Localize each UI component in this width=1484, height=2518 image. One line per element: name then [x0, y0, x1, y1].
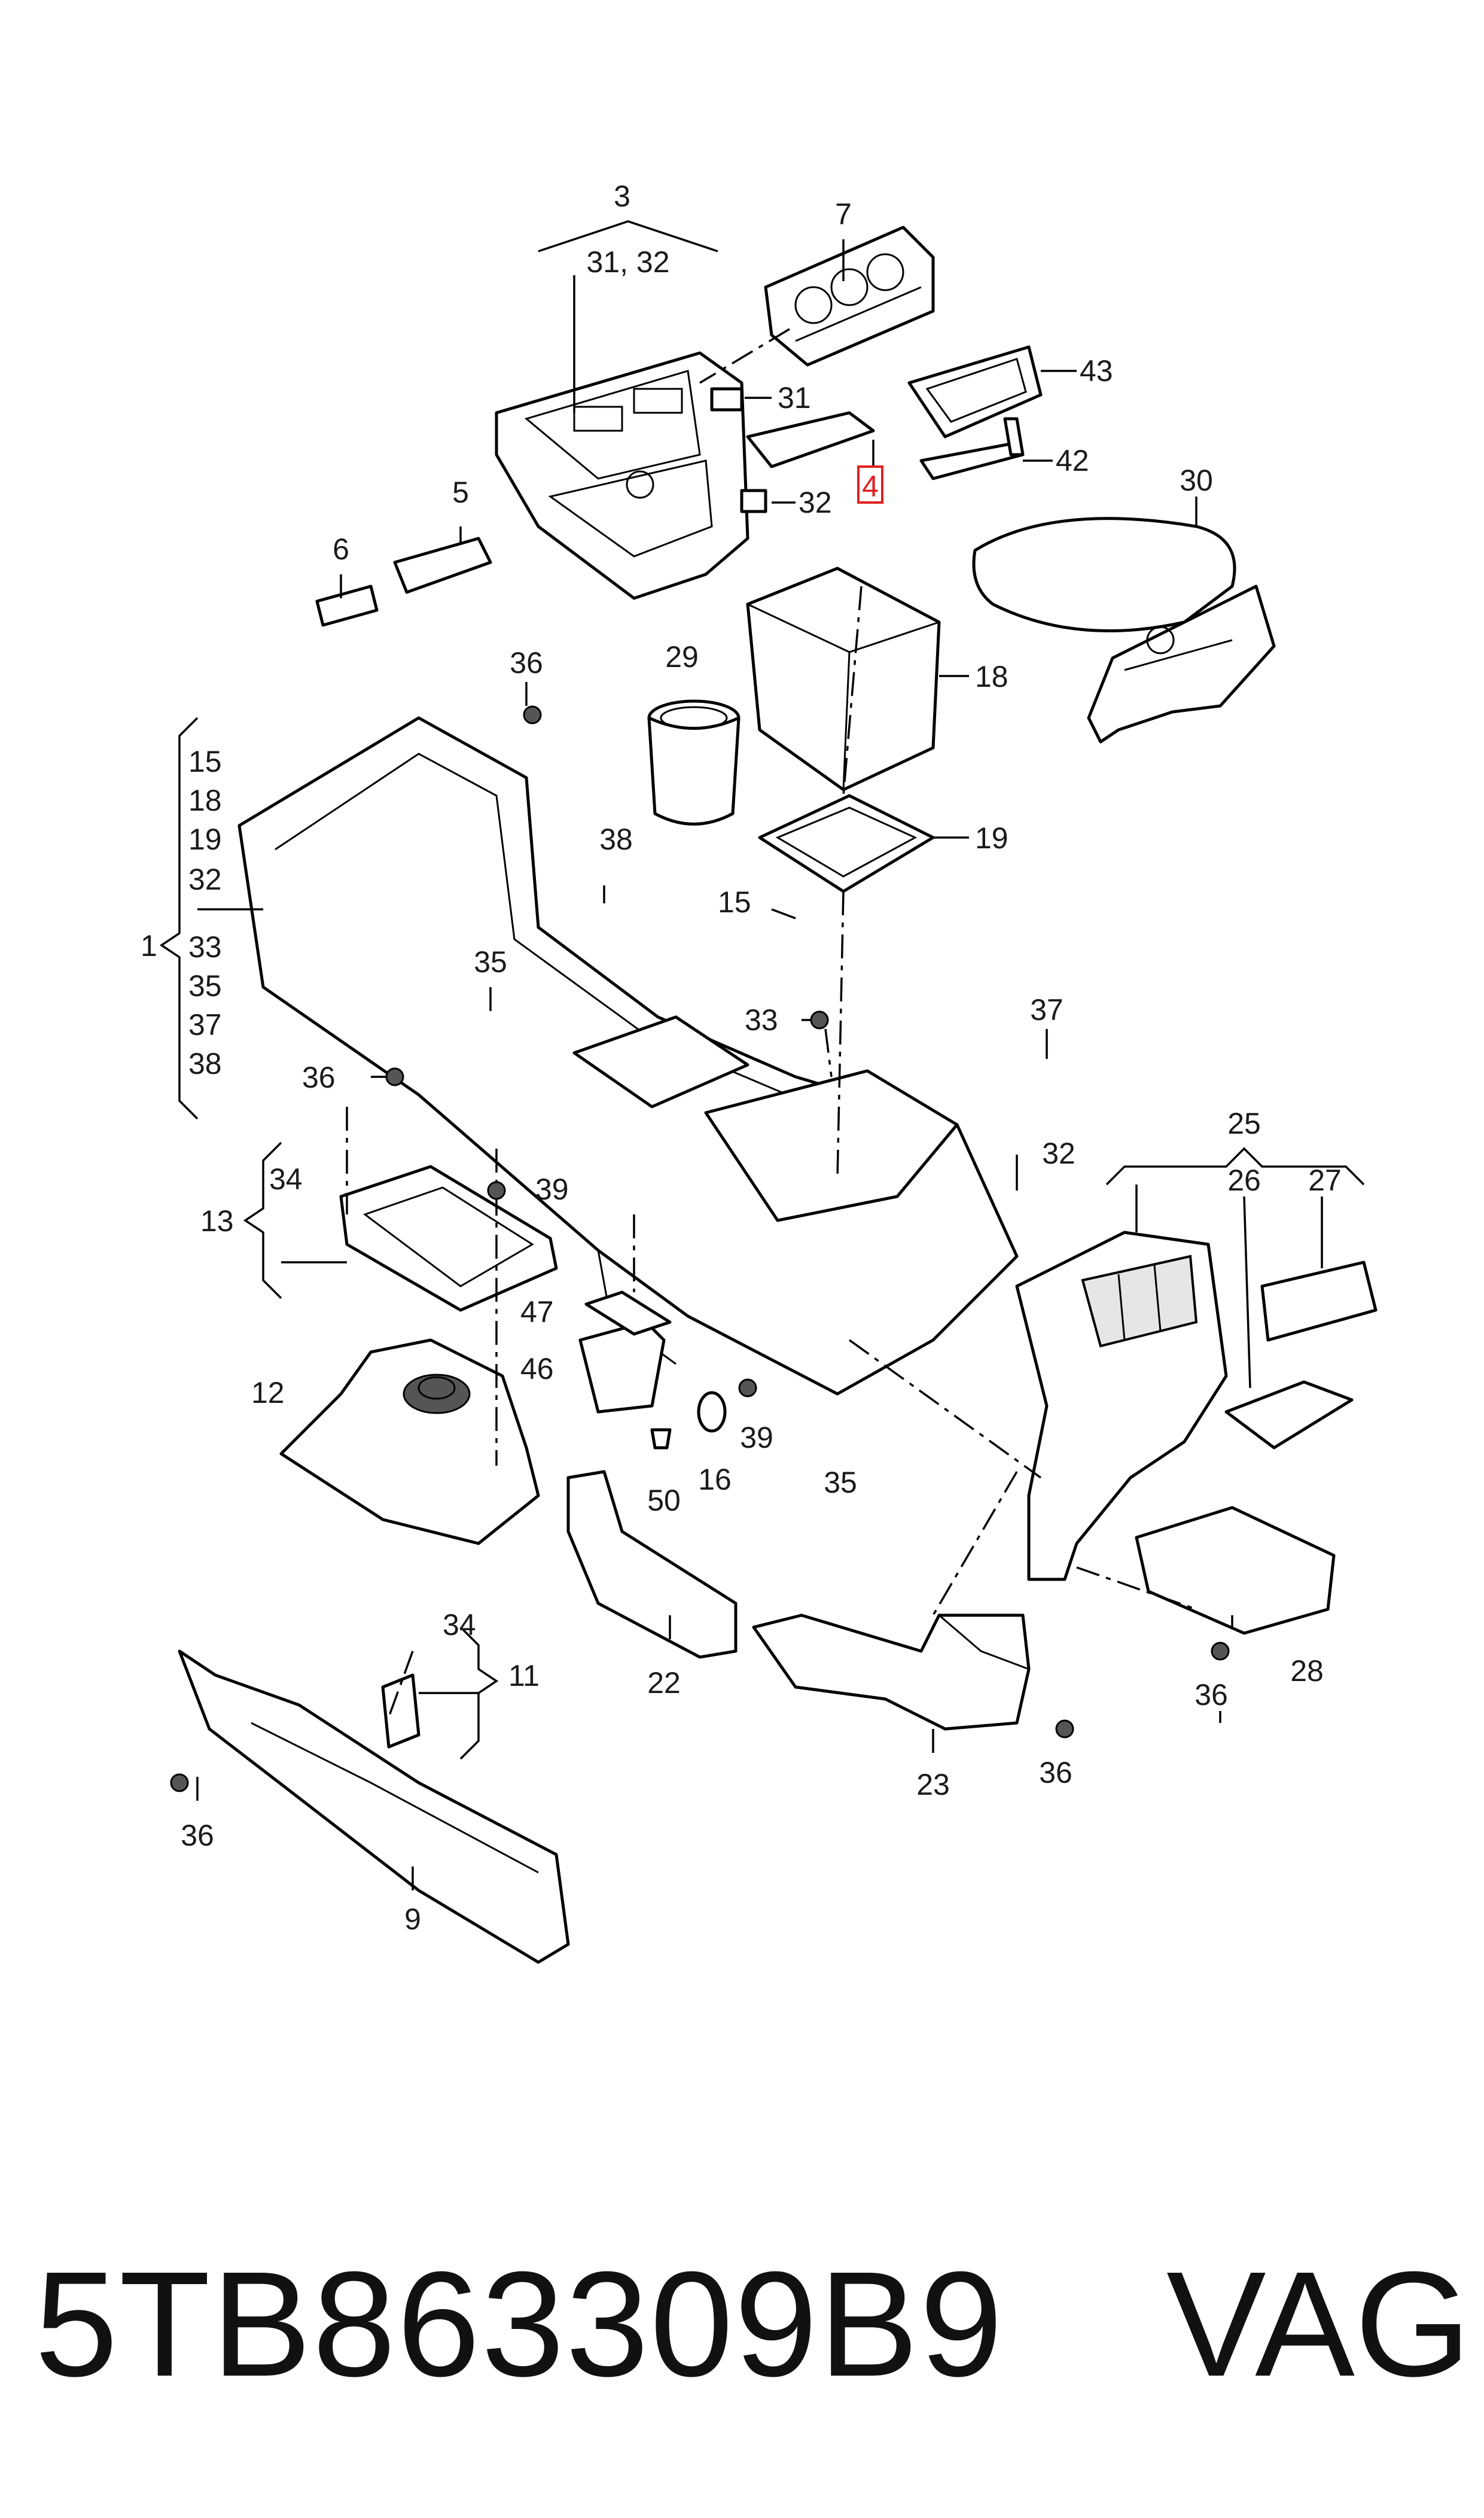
callout-3: 3 [614, 179, 630, 213]
callout-39-top: 39 [535, 1173, 569, 1206]
callout-27: 27 [1308, 1164, 1342, 1197]
part-46-tray [578, 1320, 666, 1414]
callout-32-top: 32 [799, 486, 832, 519]
callout-30: 30 [1180, 464, 1213, 497]
part-12-gear-housing [279, 1338, 540, 1545]
part-42-bracket [919, 417, 1025, 480]
group-1-item: 38 [188, 1047, 222, 1080]
callout-35-bottom: 35 [824, 1466, 857, 1499]
callout-28: 28 [1290, 1654, 1324, 1688]
group-1-item: 32 [188, 863, 222, 896]
callout-36-usb: 36 [1194, 1678, 1228, 1712]
part-31-clip [710, 387, 743, 412]
callout-36-duct: 36 [1039, 1756, 1072, 1789]
part-19-mat [758, 794, 935, 893]
callout-34-top: 34 [269, 1162, 303, 1196]
callout-16: 16 [698, 1463, 732, 1496]
part-43-pad [907, 345, 1043, 439]
part-13-bracket [339, 1165, 558, 1312]
part-29-cup-holder [647, 699, 741, 826]
callout-31-32: 31, 32 [586, 245, 669, 279]
callout-7: 7 [835, 197, 852, 231]
group-1-item: 35 [188, 969, 222, 1003]
group-1-item: 15 [188, 745, 222, 778]
callout-35-top: 35 [474, 945, 507, 979]
callout-26: 26 [1227, 1164, 1261, 1197]
callout-31: 31 [778, 381, 811, 415]
callout-23: 23 [916, 1768, 950, 1801]
callout-4: 4 [862, 470, 879, 503]
part-28-usb-module [1135, 1506, 1336, 1635]
part-16-seal [697, 1391, 727, 1433]
part-6-switch [315, 584, 379, 627]
callout-labels: 3 31, 32 7 31 43 4 42 32 5 6 30 36 29 18… [141, 179, 1342, 1936]
part-18-storage-bin [746, 567, 941, 791]
group-1-item: 18 [188, 784, 222, 817]
part-47-cover [584, 1290, 672, 1336]
part-5-switch [393, 537, 492, 594]
callout-32-right: 32 [1042, 1137, 1075, 1170]
part-22-air-duct [566, 1470, 738, 1659]
group-1-item: 19 [188, 823, 222, 856]
callout-6: 6 [333, 532, 349, 566]
part-25-rear-vent-panel [1015, 1231, 1228, 1581]
callout-34-bottom: 34 [443, 1608, 476, 1642]
callout-19: 19 [975, 821, 1008, 855]
part-number: 5TB863309B9 [35, 2240, 1004, 2407]
callout-36-trim: 36 [181, 1819, 214, 1852]
brand-label: VAG [1166, 2240, 1471, 2407]
callout-50: 50 [647, 1484, 681, 1517]
callout-33: 33 [745, 1003, 778, 1037]
part-23-air-duct [752, 1613, 1031, 1731]
callout-36-left: 36 [302, 1061, 336, 1094]
callout-13: 13 [200, 1204, 234, 1238]
callout-22: 22 [647, 1666, 681, 1700]
part-11-connector [381, 1673, 420, 1749]
callout-39-bottom: 39 [740, 1421, 773, 1454]
callout-47: 47 [520, 1295, 554, 1329]
callout-43: 43 [1080, 354, 1113, 388]
callout-15: 15 [718, 885, 751, 919]
leader-lines [159, 220, 1365, 1890]
callout-18: 18 [975, 660, 1008, 693]
assembly-lines [346, 328, 1197, 1718]
callout-29: 29 [665, 640, 699, 674]
part-26-mat [1224, 1380, 1354, 1450]
part-50-clip [650, 1428, 672, 1450]
screws [170, 705, 1230, 1792]
part-3-trim-panel [495, 351, 749, 600]
callout-1: 1 [141, 929, 157, 963]
group-1-list: 15 18 19 32 33 35 37 38 [188, 745, 222, 1080]
callout-46: 46 [520, 1352, 554, 1386]
callout-11: 11 [508, 1659, 540, 1692]
part-7-climate-panel [764, 226, 935, 367]
part-1-console [237, 716, 1019, 1396]
part-30-armrest [972, 517, 1276, 744]
callout-5: 5 [452, 476, 469, 509]
callout-9: 9 [404, 1902, 421, 1936]
highlight-box-4 [857, 465, 883, 504]
part-32-clip-top [740, 489, 767, 513]
part-9-side-trim [178, 1649, 570, 1964]
callout-42: 42 [1056, 444, 1089, 477]
callout-38: 38 [599, 823, 633, 856]
callout-12: 12 [251, 1376, 285, 1409]
part-27-vent-insert [1260, 1260, 1378, 1342]
part-4-plate [746, 411, 875, 468]
callout-37: 37 [1030, 993, 1064, 1027]
group-1-item: 37 [188, 1008, 222, 1042]
group-1-item: 33 [188, 930, 222, 964]
callout-25: 25 [1227, 1107, 1261, 1140]
callout-36-top: 36 [510, 646, 543, 680]
